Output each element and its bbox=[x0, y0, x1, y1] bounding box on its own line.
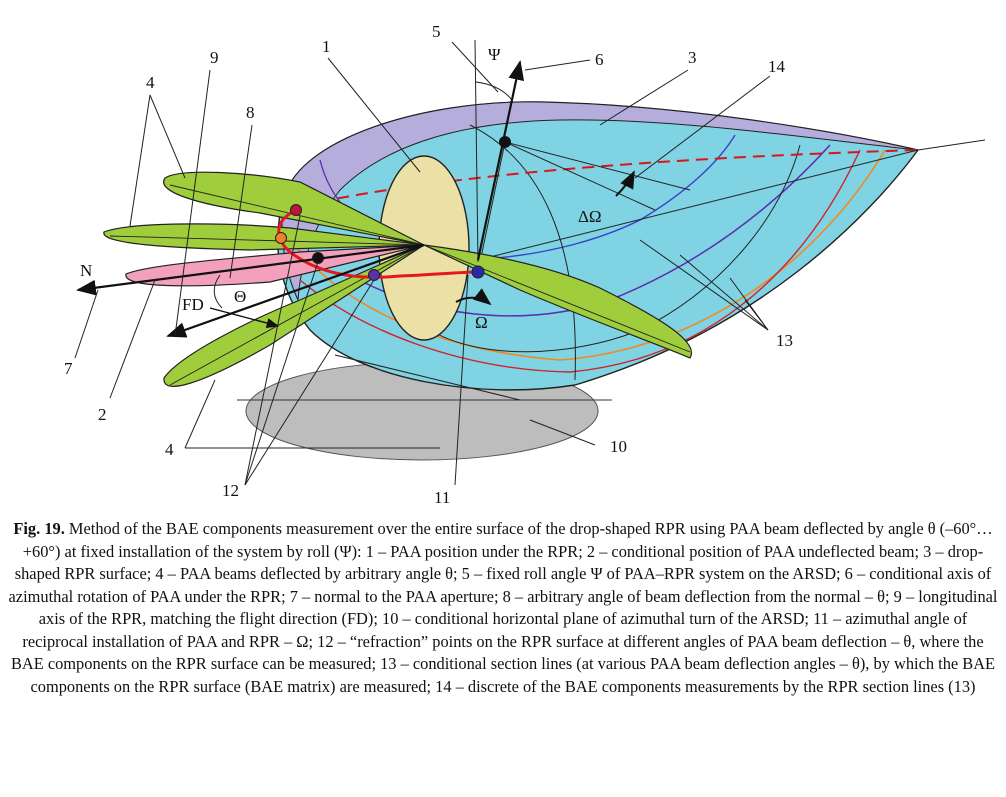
label-1: 1 bbox=[322, 37, 331, 56]
theta-label: Θ bbox=[234, 287, 246, 306]
beam-right bbox=[423, 244, 693, 359]
refraction-point bbox=[368, 269, 380, 281]
vertical-line-5 bbox=[474, 39, 479, 263]
delta-omega-label: ΔΩ bbox=[578, 207, 602, 226]
label-8: 8 bbox=[246, 103, 255, 122]
label-5: 5 bbox=[432, 22, 441, 41]
construction-line bbox=[477, 141, 506, 273]
section-line-orange bbox=[287, 149, 886, 361]
figure-number: Fig. 19. bbox=[13, 519, 65, 538]
label-14: 14 bbox=[768, 57, 786, 76]
omega-label: Ω bbox=[475, 313, 488, 332]
label-2: 2 bbox=[98, 405, 107, 424]
construction-line bbox=[504, 141, 656, 211]
beam-ray bbox=[109, 235, 425, 246]
n-label: N bbox=[80, 261, 92, 280]
psi-arc bbox=[475, 81, 513, 101]
azimuth-axis bbox=[476, 60, 525, 261]
construction-line bbox=[504, 141, 691, 191]
label-4-bottom: 4 bbox=[165, 440, 174, 459]
refraction-point bbox=[275, 232, 287, 244]
fd-label: FD bbox=[182, 295, 204, 314]
theta-arc bbox=[213, 274, 223, 309]
beam-middle bbox=[103, 223, 425, 251]
refraction-point bbox=[471, 265, 485, 279]
rpr-measurement-diagram: 1 2 3 4 4 5 6 7 8 9 10 11 12 13 14 Ψ ΔΩ … bbox=[64, 22, 986, 507]
figure-caption: Fig. 19. Method of the BAE components me… bbox=[6, 518, 1000, 794]
normal-arrow bbox=[76, 243, 425, 296]
refraction-point bbox=[290, 204, 302, 216]
label-7: 7 bbox=[64, 359, 73, 378]
label-4-top: 4 bbox=[146, 73, 155, 92]
label-9: 9 bbox=[210, 48, 219, 67]
caption-text: Method of the BAE components measurement… bbox=[8, 519, 998, 696]
beam-ray bbox=[423, 244, 691, 353]
leader-lines bbox=[74, 41, 986, 486]
construction-line bbox=[477, 149, 919, 261]
fd-arrow bbox=[166, 243, 425, 338]
omega-arc bbox=[455, 288, 492, 306]
label-3: 3 bbox=[688, 48, 697, 67]
beam-ray bbox=[169, 244, 425, 386]
theta-arrow bbox=[209, 307, 280, 328]
label-12: 12 bbox=[222, 481, 239, 500]
label-11: 11 bbox=[434, 488, 450, 507]
dashed-axis bbox=[299, 149, 919, 207]
section-line-dark-2 bbox=[469, 124, 576, 381]
delta-omega-arc bbox=[615, 170, 635, 197]
section-line-red bbox=[299, 149, 861, 373]
psi-label: Ψ bbox=[488, 45, 501, 64]
label-13: 13 bbox=[776, 331, 793, 350]
label-10: 10 bbox=[610, 437, 627, 456]
label-6: 6 bbox=[595, 50, 604, 69]
